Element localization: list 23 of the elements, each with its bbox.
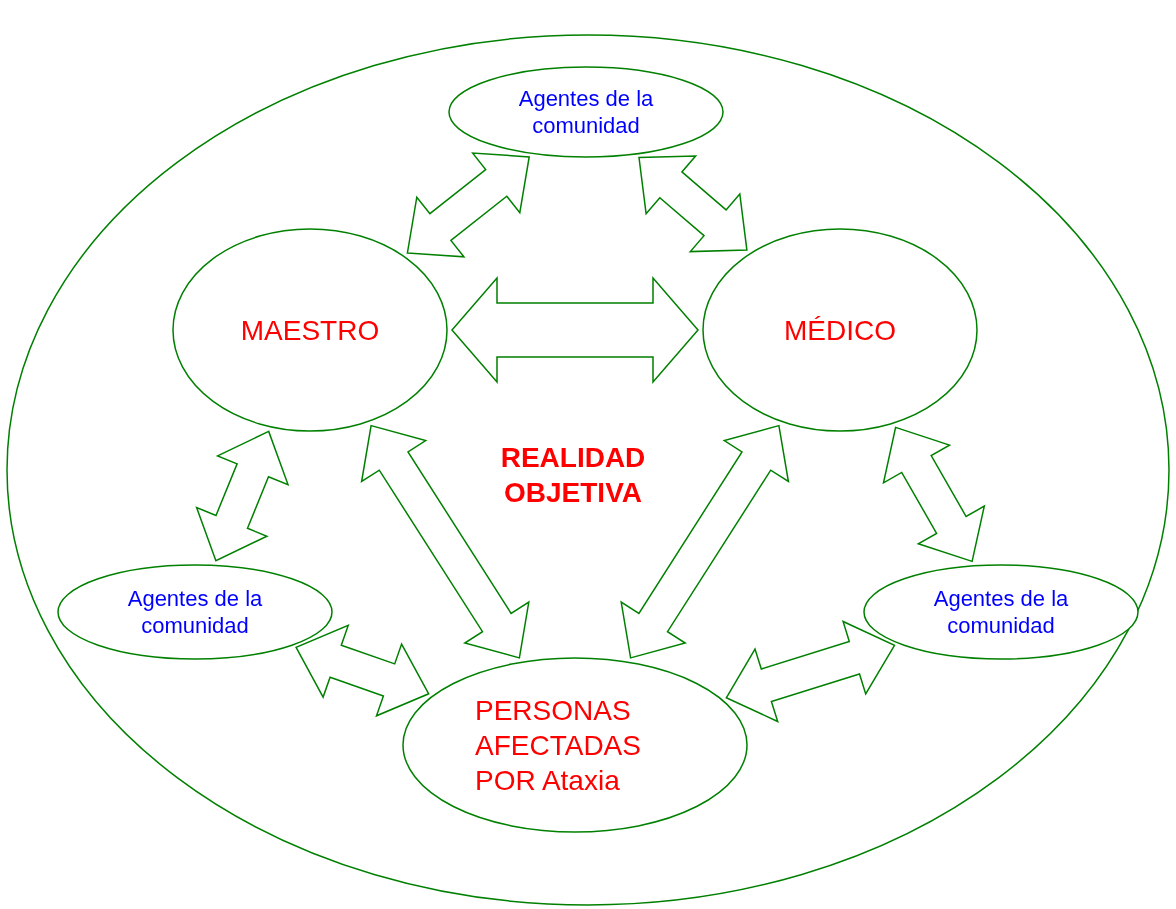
double-block-arrow bbox=[295, 624, 430, 718]
ellipse-node bbox=[863, 564, 1139, 660]
double-block-arrow bbox=[620, 424, 790, 659]
double-block-arrow bbox=[638, 155, 748, 253]
ellipse-node bbox=[172, 228, 448, 432]
double-block-arrow bbox=[360, 424, 530, 659]
node-label: PERSONAS AFECTADAS POR Ataxia bbox=[475, 693, 642, 798]
node-label: MAESTRO bbox=[239, 313, 381, 348]
ellipse-node bbox=[448, 66, 724, 158]
double-block-arrow bbox=[451, 276, 699, 384]
node-label: Agentes de la comunidad bbox=[126, 584, 264, 640]
double-block-arrow bbox=[406, 152, 531, 258]
node-label: Agentes de la comunidad bbox=[932, 584, 1070, 640]
double-block-arrow bbox=[882, 426, 986, 563]
double-block-arrow bbox=[195, 430, 290, 562]
ellipse-node bbox=[702, 228, 978, 432]
ellipse-node bbox=[6, 34, 1170, 906]
ellipse-node bbox=[57, 564, 333, 660]
double-block-arrow bbox=[725, 620, 896, 723]
node-label: Agentes de la comunidad bbox=[517, 84, 655, 140]
node-label: REALIDAD OBJETIVA bbox=[499, 441, 647, 510]
node-label: MÉDICO bbox=[783, 313, 897, 348]
ellipse-node bbox=[402, 657, 748, 833]
